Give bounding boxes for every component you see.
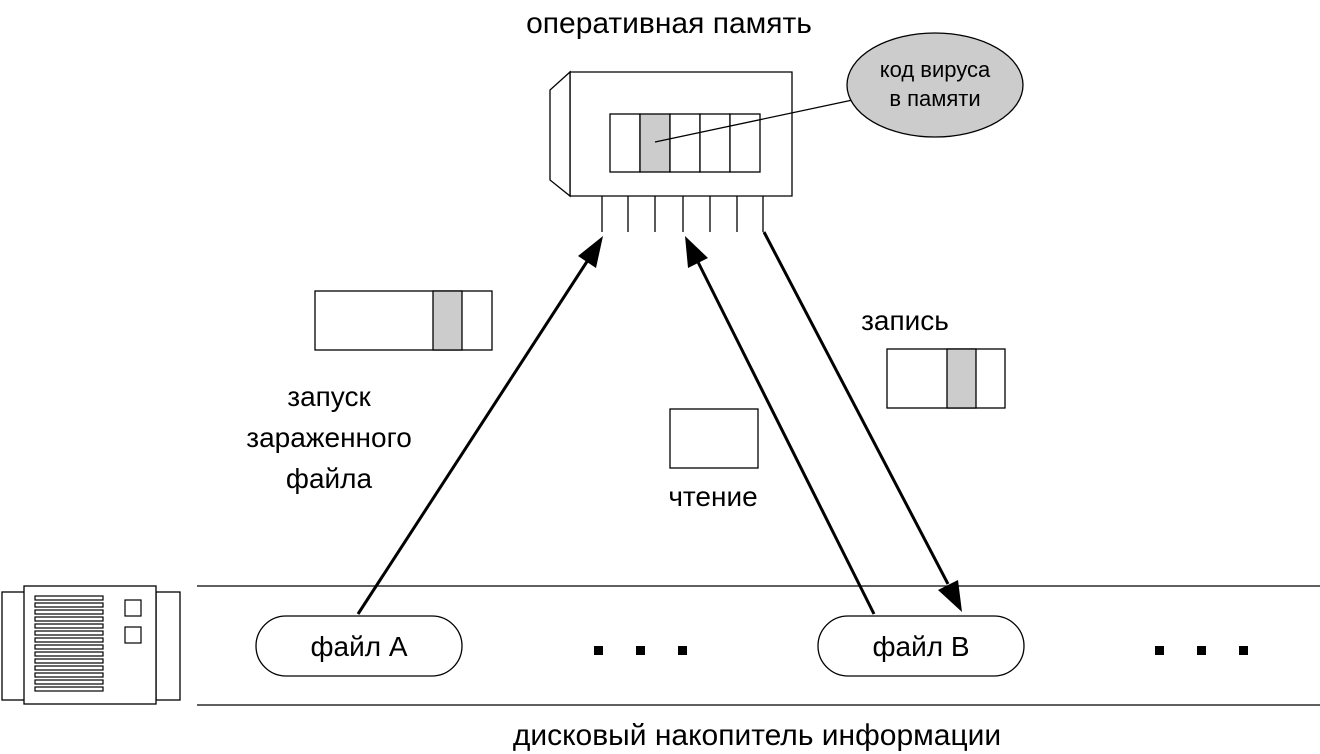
disk-caption: дисковый накопитель информации [513,719,1001,752]
ram-cell [609,113,641,173]
clean-file-icon-read [669,408,759,469]
ram-title: оперативная память [526,7,812,40]
ram-side-edge [549,70,571,198]
ram-cell-infected [639,113,671,173]
ram-module [549,70,793,232]
ram-cell [669,113,701,173]
file-b [817,615,1025,677]
virus-code-label-line1: код вируса [880,57,991,82]
write-label: запись [861,305,949,336]
ram-cell [699,113,731,173]
disk-drive-icon [1,585,181,705]
ram-cells [609,113,761,173]
ellipsis-2: . . . [1155,646,1248,655]
arrow-launch [356,236,603,615]
infected-file-icon-launch [314,290,493,351]
ram-pins [601,196,764,232]
virus-code-bubble [846,32,1024,138]
file-b-label: файл В [872,631,969,662]
arrow-read [685,236,876,615]
arrow-write [762,231,962,612]
launch-label-line3: файла [286,463,373,494]
ram-cell [729,113,761,173]
read-label: чтение [668,481,757,512]
infected-file-icon-write [886,348,1006,409]
launch-label-line1: запуск [287,381,371,412]
file-a-label: файл А [310,631,407,662]
launch-label-line2: зараженного [246,422,412,453]
file-a [255,615,463,677]
virus-code-label-line2: в памяти [889,86,980,111]
ellipsis-1: . . . [594,646,687,655]
virus-callout-line [654,97,863,143]
